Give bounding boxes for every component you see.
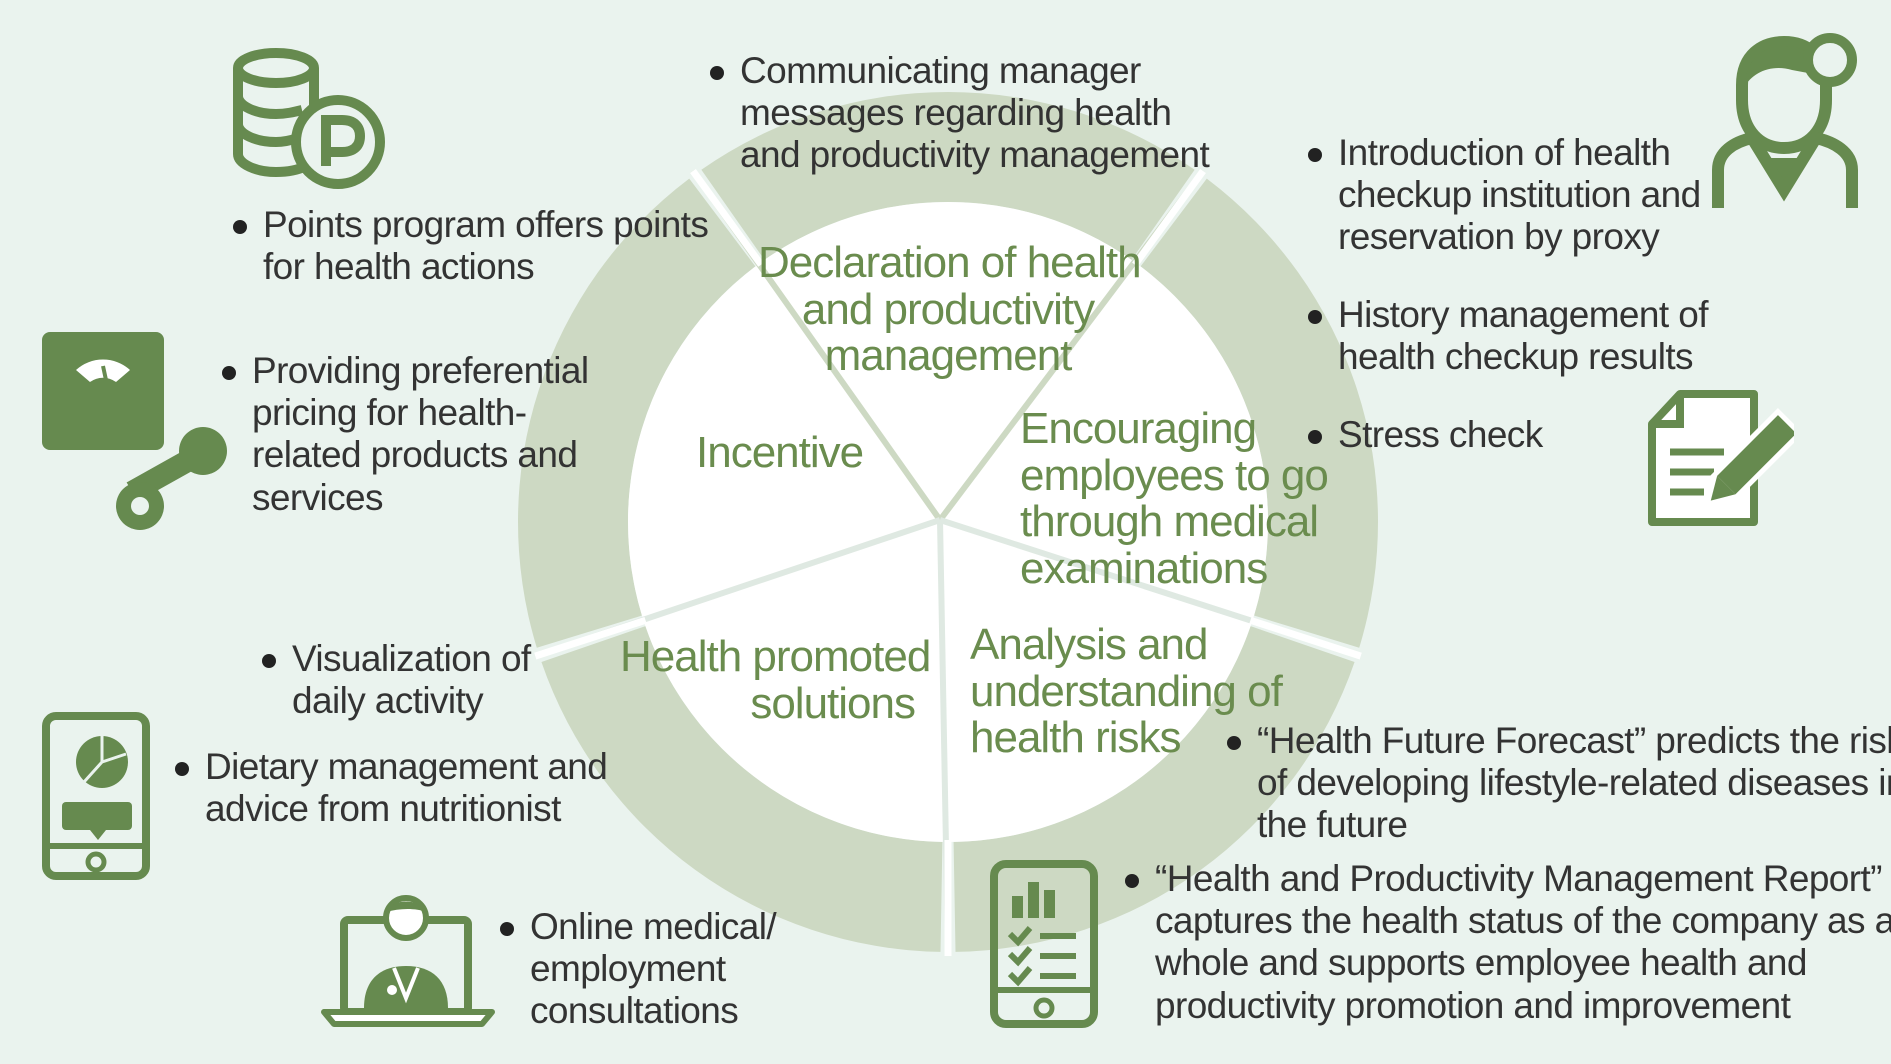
- coins-points-icon: [233, 48, 385, 189]
- laptop-doctor-icon: [321, 895, 495, 1027]
- bullet-preferential-pricing: Providing preferential pricing for healt…: [222, 350, 589, 519]
- phone-checklist-icon: [990, 860, 1098, 1028]
- bullet-dot: [1227, 736, 1241, 750]
- document-pen-icon: [1648, 390, 1794, 526]
- segment-label-health-promoted: Health promoted solutions: [620, 632, 931, 728]
- bullet-dietary-management: Dietary management and advice from nutri…: [175, 746, 608, 830]
- bullet-history-management: History management of health checkup res…: [1308, 294, 1709, 378]
- bullet-online-consultations: Online medical/ employment consultations: [500, 906, 777, 1033]
- segment-label-analysis: Analysis and understanding of health ris…: [970, 620, 1283, 763]
- segment-dividers: [534, 168, 1362, 957]
- bullet-dot: [1308, 148, 1322, 162]
- ring-segment-declaration: [701, 92, 1195, 260]
- bullet-dot: [175, 762, 189, 776]
- ring-gap: [1249, 616, 1362, 660]
- bullet-health-future-forecast: “Health Future Forecast” predicts the ri…: [1227, 720, 1891, 847]
- bullet-communicating: Communicating manager messages regarding…: [710, 50, 1210, 177]
- tablet-pie-chart-icon: [42, 712, 150, 880]
- bullet-dot: [1125, 874, 1139, 888]
- ring-gap: [690, 168, 764, 267]
- bullet-dot: [262, 654, 276, 668]
- segment-label-encouraging: Encouraging employees to go through medi…: [1020, 404, 1329, 593]
- bullet-visualization: Visualization of daily activity: [262, 638, 531, 722]
- bullet-dot: [710, 66, 724, 80]
- bullet-dot: [222, 366, 236, 380]
- outer-ring: [517, 92, 1379, 952]
- segment-label-declaration: Declaration of health and productivity m…: [758, 238, 1142, 381]
- bullet-stress-check: Stress check: [1308, 414, 1543, 456]
- weighing-scale-icon: [42, 332, 227, 530]
- ring-segment-health-promoted: [541, 626, 943, 952]
- bullet-checkup-introduction: Introduction of health checkup instituti…: [1308, 132, 1701, 259]
- bullet-dot: [1308, 430, 1322, 444]
- ring-gap: [534, 616, 647, 660]
- ring-segment-incentive: [517, 178, 756, 648]
- bullet-hpm-report: “Health and Productivity Management Repo…: [1125, 858, 1891, 1027]
- doctor-icon: [1712, 33, 1858, 208]
- bullet-dot: [1308, 310, 1322, 324]
- ring-gap: [1132, 168, 1206, 267]
- bullet-points-program: Points program offers points for health …: [233, 204, 709, 288]
- ring-segment-encouraging: [1140, 178, 1379, 648]
- ring-segment-analysis: [953, 626, 1355, 952]
- segment-label-incentive: Incentive: [696, 428, 864, 477]
- bullet-dot: [233, 220, 247, 234]
- bullet-dot: [500, 922, 514, 936]
